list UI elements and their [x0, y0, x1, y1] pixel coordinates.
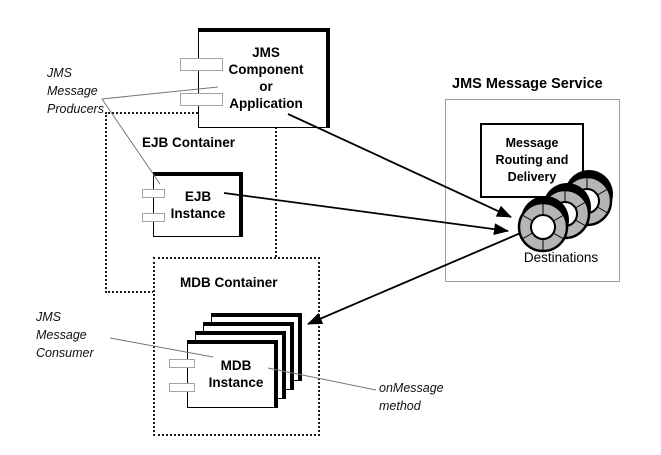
message-routing-box: Message Routing and Delivery [480, 123, 584, 198]
producers-label-line2: Message [47, 84, 98, 98]
ejb-instance-label-line1: EJB [184, 188, 212, 204]
routing-label-line3: Delivery [507, 170, 557, 184]
component-port-icon [180, 58, 223, 71]
component-port-icon [142, 213, 165, 222]
routing-label-line2: Routing and [495, 153, 569, 167]
component-port-icon [169, 359, 195, 368]
jms-service-title: JMS Message Service [452, 76, 603, 92]
jms-component-label-line2: Component [228, 62, 304, 77]
consumer-label-line2: Message [36, 328, 87, 342]
ejb-instance-label: EJB Instance [155, 174, 241, 235]
mdb-instance-label-line1: MDB [220, 358, 252, 373]
consumer-label-line3: Consumer [36, 346, 94, 360]
producers-label-line3: Producers [47, 102, 104, 116]
onmessage-label-line2: method [379, 399, 421, 413]
jms-component-box [198, 28, 330, 128]
ejb-instance-label-line2: Instance [170, 205, 226, 221]
component-port-icon [169, 383, 195, 392]
onmessage-method-label: onMessage method [379, 379, 444, 415]
ejb-container-label: EJB Container [142, 135, 236, 150]
jms-message-consumer-label: JMS Message Consumer [36, 308, 94, 362]
onmessage-label-line1: onMessage [379, 381, 444, 395]
jms-message-producers-label: JMS Message Producers [47, 64, 104, 118]
jms-component-label: JMS Component or Application [204, 30, 328, 126]
component-port-icon [180, 93, 223, 106]
producers-label-line1: JMS [47, 66, 72, 80]
component-port-icon [142, 189, 165, 198]
mdb-instance-label: MDB Instance [196, 342, 276, 406]
destinations-label: Destinations [523, 250, 599, 265]
mdb-instance-label-line2: Instance [208, 375, 264, 390]
jms-component-label-line1: JMS [252, 45, 280, 60]
consumer-label-line1: JMS [36, 310, 61, 324]
jms-component-label-line3: or [259, 79, 273, 94]
jms-component-label-line4: Application [229, 96, 303, 111]
mdb-container-label: MDB Container [180, 275, 278, 290]
routing-label-line1: Message [505, 136, 559, 150]
